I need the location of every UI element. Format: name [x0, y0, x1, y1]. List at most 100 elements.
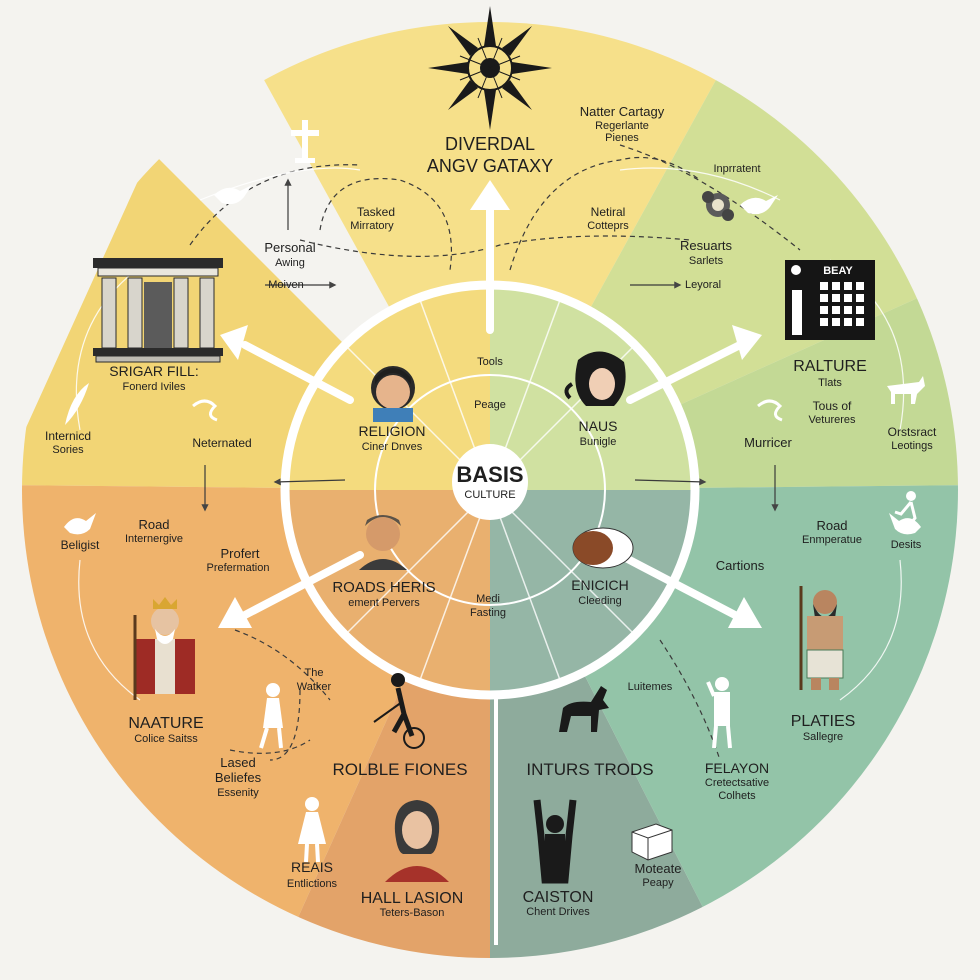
mid-ring: [374, 374, 606, 606]
personal-sub: Awing: [275, 257, 305, 269]
center-badge: [452, 444, 528, 520]
moteate-title: Moteate: [635, 861, 682, 876]
ox-icon: [887, 376, 925, 404]
person-icon: [259, 683, 283, 749]
religion-portrait-icon: [371, 366, 415, 422]
top-subtitle: ANGV GATAXY: [427, 156, 553, 176]
inner-peage: Peage: [474, 399, 506, 411]
lased-l1: Lased: [220, 755, 255, 770]
bird-icon: [740, 195, 778, 215]
netiral-sub: Cotteprs: [587, 220, 629, 232]
cyclist-icon: [373, 673, 425, 749]
neternated-label: Neternated: [192, 436, 251, 450]
lutemes-label: Luitemes: [628, 681, 673, 693]
desits-label: Desits: [891, 539, 922, 551]
warrior-figure-icon: [799, 586, 844, 690]
roads-portrait-icon: [359, 515, 407, 570]
rolble-title: ROLBLE FIONES: [332, 760, 467, 779]
religion-sub: Ciner Dnves: [362, 441, 423, 453]
lased-sub: Essenity: [217, 787, 259, 799]
bird-icon: [214, 185, 252, 205]
center-subtitle: CULTURE: [464, 489, 515, 501]
tasked-sub: Mirratory: [350, 220, 394, 232]
reais-sub: Entlictions: [287, 878, 338, 890]
lased-l2: Beliefes: [215, 770, 262, 785]
king-figure-icon: [133, 597, 195, 700]
person-icon: [298, 797, 326, 863]
resuarts-title: Resuarts: [680, 238, 733, 253]
internicd-title: Internicd: [45, 429, 91, 443]
felayon-title: FELAYON: [705, 760, 769, 776]
natter-title: Natter Cartagy: [580, 104, 665, 119]
box-icon: [631, 823, 673, 861]
temple-icon: [93, 258, 223, 363]
road-right-title: Road: [816, 518, 847, 533]
leyoral-label: Leyoral: [685, 279, 721, 291]
profert-sub: Prefermation: [207, 562, 270, 574]
road-right-sub: Enmperatue: [802, 534, 862, 546]
roads-title: ROADS HERIS: [332, 579, 435, 596]
scroll-icon: [192, 399, 218, 422]
center-title: BASIS: [456, 462, 523, 487]
caiston-title: CAISTON: [523, 889, 594, 906]
inturs-title: INTURS TRODS: [526, 760, 653, 779]
scroll-icon: [757, 399, 783, 422]
main-arrows: [218, 180, 762, 628]
road-left-title: Road: [138, 517, 169, 532]
platies-title: PLATIES: [791, 713, 856, 730]
religion-title: RELIGION: [359, 423, 426, 439]
enicich-title: ENICICH: [571, 577, 629, 593]
top-title: DIVERDAL: [445, 134, 535, 154]
cross-icon: [291, 120, 319, 163]
inner-medi: Medi: [476, 593, 500, 605]
nature-title: NAATURE: [128, 715, 203, 732]
inner-fasting: Fasting: [470, 607, 506, 619]
beligist-label: Beligist: [61, 538, 100, 552]
resuarts-sub: Sarlets: [689, 255, 724, 267]
naus-title: NAUS: [579, 418, 618, 434]
platies-sub: Sallegre: [803, 731, 843, 743]
orstract-title: Orstsract: [888, 425, 937, 439]
reais-title: REAIS: [291, 859, 333, 875]
enicich-sub: Cleeding: [578, 595, 621, 607]
building-sign: BEAY: [823, 265, 853, 277]
internicd-sub: Sories: [52, 444, 84, 456]
tasked-title: Tasked: [357, 205, 395, 219]
naus-sub: Bunigle: [580, 436, 617, 448]
caiston-sub: Chent Drives: [526, 906, 590, 918]
woman-portrait-icon: [564, 351, 626, 406]
tous-title: Tous of: [813, 399, 852, 413]
watker-l2: Watker: [297, 681, 332, 693]
small-arrows: [201, 178, 779, 512]
bird-icon: [889, 513, 921, 535]
natter-l3: Pienes: [605, 132, 639, 144]
hall-sub: Teters-Bason: [380, 907, 445, 919]
felayon-l3: Colhets: [718, 790, 756, 802]
moteate-sub: Peapy: [642, 877, 674, 889]
road-left-sub: Internergive: [125, 533, 183, 545]
murricer-label: Murricer: [744, 435, 792, 450]
natter-l2: Regerlante: [595, 120, 649, 132]
bird-icon: [64, 513, 96, 535]
roads-sub: ement Pervers: [348, 597, 420, 609]
flower-icon: [702, 191, 734, 221]
inner-tools: Tools: [477, 356, 503, 368]
person-icon: [706, 677, 732, 749]
personal-title: Personal: [264, 240, 315, 255]
person-icon: [894, 491, 917, 527]
sunburst-icon: [428, 6, 552, 130]
profert-title: Profert: [220, 546, 259, 561]
horse-icon: [559, 686, 609, 732]
person-icon: [533, 799, 577, 884]
watker-l1: The: [305, 667, 324, 679]
feather-icon: [65, 383, 89, 425]
moiven-label: Moiven: [268, 279, 303, 291]
bread-icon: [572, 527, 634, 569]
srigar-title: SRIGAR FILL:: [109, 363, 198, 379]
ralture-sub: Tlats: [818, 377, 842, 389]
woman-bust-icon: [385, 800, 449, 882]
netiral-title: Netiral: [591, 205, 626, 219]
inprratent-label: Inprratent: [713, 163, 760, 175]
hall-title: HALL LASION: [361, 890, 464, 907]
